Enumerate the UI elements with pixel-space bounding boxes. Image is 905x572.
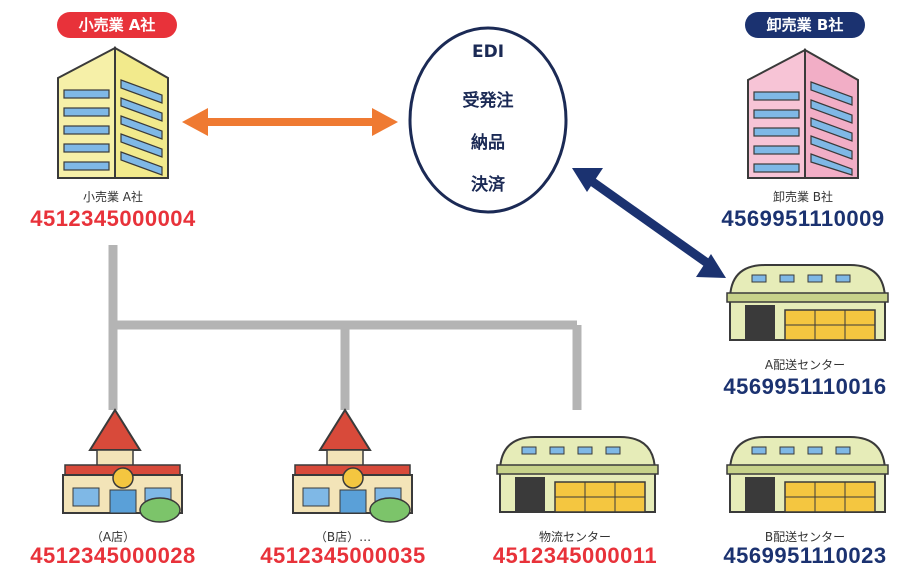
wholesaler-edi-arrow (572, 168, 726, 278)
dist-center-b-warehouse-icon (726, 436, 889, 513)
dist-center-a-name: A配送センター (764, 358, 846, 372)
wholesaler-badge: 卸売業 B社 (745, 12, 865, 38)
retailer-badge: 小売業 A社 (57, 12, 177, 38)
store-b-code: 4512345000035 (260, 543, 426, 568)
logistics-center-code: 4512345000011 (492, 543, 658, 568)
retailer-name: 小売業 A社 (82, 190, 144, 204)
edi-line-4: 決済 (471, 175, 505, 195)
edi-bubble (408, 26, 568, 214)
store-b-name: （B店）… (314, 530, 372, 544)
dist-center-b-code: 4569951110023 (723, 543, 887, 568)
dist-center-a-warehouse-icon (726, 264, 889, 341)
retailer-building-icon (57, 46, 169, 179)
wholesaler-code: 4569951110009 (721, 206, 885, 231)
dist-center-b-name: B配送センター (764, 530, 846, 544)
retailer-code: 4512345000004 (30, 206, 196, 231)
wholesaler-building-icon (747, 48, 859, 179)
edi-line-1: EDI (471, 42, 505, 62)
store-b-icon (292, 408, 413, 523)
wholesaler-name: 卸売業 B社 (772, 190, 834, 204)
connector-lines (108, 245, 582, 410)
store-a-code: 4512345000028 (30, 543, 196, 568)
dist-center-a-code: 4569951110016 (723, 374, 887, 399)
store-a-icon (62, 408, 183, 523)
logistics-center-name: 物流センター (538, 530, 611, 544)
retailer-edi-arrow (182, 108, 398, 136)
store-a-name: （A店） (90, 530, 136, 544)
edi-line-3: 納品 (471, 133, 505, 153)
edi-line-2: 受発注 (462, 91, 514, 111)
logistics-center-warehouse-icon (496, 436, 659, 513)
